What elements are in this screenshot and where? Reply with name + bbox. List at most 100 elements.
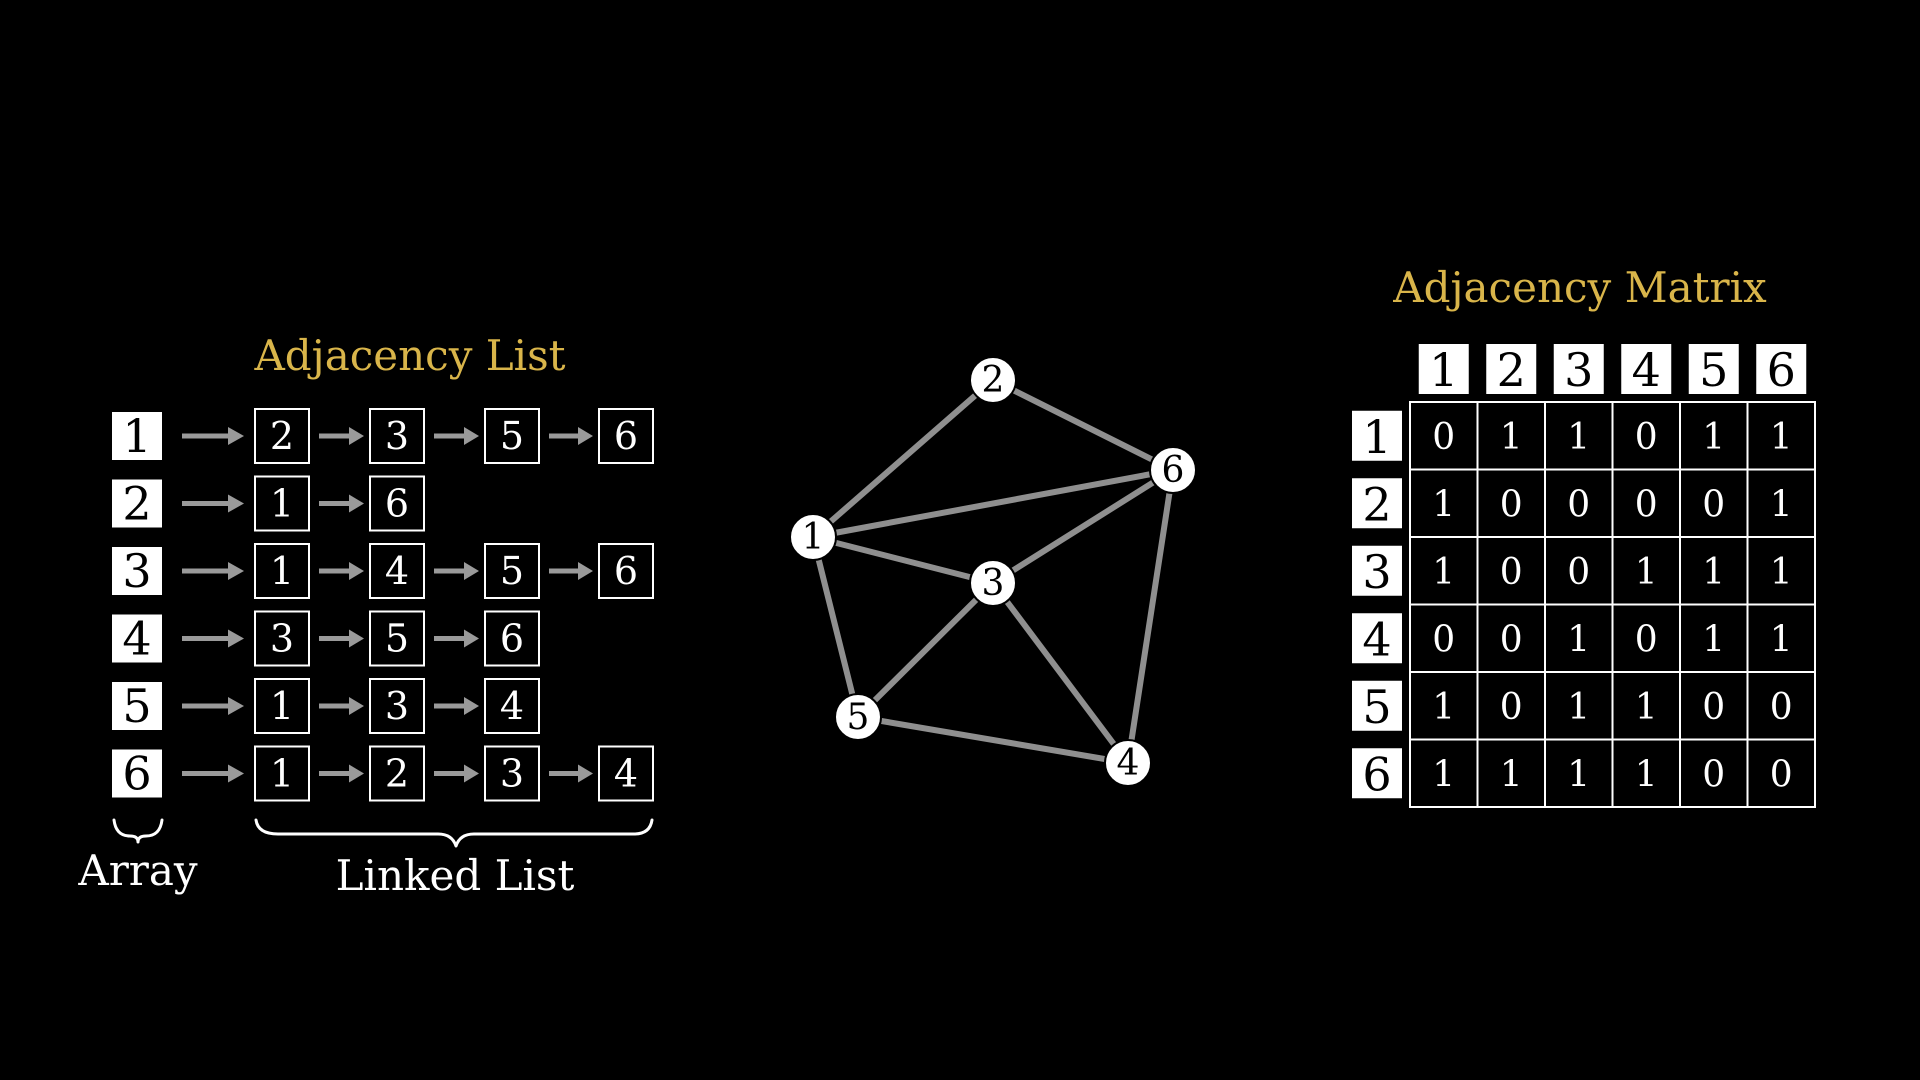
matrix-cell: 1: [1409, 468, 1479, 538]
adjacency-matrix-title: Adjacency Matrix: [1392, 263, 1767, 312]
matrix-cell-value: 0: [1500, 484, 1523, 525]
linked-list-label: Linked List: [336, 851, 575, 900]
graph-node-4: 4: [1104, 739, 1152, 787]
graph-edge-1-5: [810, 534, 861, 720]
graph-node-label: 1: [802, 517, 825, 558]
matrix-cell: 0: [1746, 671, 1816, 741]
matrix-cell-box: [1476, 401, 1546, 471]
graph-node-label: 2: [982, 360, 1005, 401]
matrix-cell-value: 1: [1567, 687, 1590, 728]
matrix-column-header: 5: [1688, 343, 1739, 397]
matrix-cell: 0: [1611, 401, 1681, 471]
matrix-cell: 1: [1611, 738, 1681, 808]
linked-list-node-box: [484, 543, 540, 599]
linked-list-node-box: [254, 475, 310, 532]
linked-list-node-label: 4: [500, 684, 524, 728]
linked-list-node-box: [484, 745, 540, 802]
matrix-cell-value: 1: [1770, 484, 1793, 525]
graph-node-5: 5: [834, 693, 882, 741]
matrix-cell: 1: [1544, 671, 1614, 741]
matrix-cell-value: 1: [1770, 552, 1793, 593]
matrix-cell-box: [1679, 738, 1749, 808]
graph-edge-1-6: [810, 467, 1176, 540]
linked-list-node-label: 6: [500, 617, 524, 661]
matrix-cell-box: [1409, 468, 1479, 538]
matrix-row-header-box: [1352, 478, 1402, 529]
matrix-cell: 1: [1746, 603, 1816, 673]
linked-list-node-label: 1: [270, 752, 294, 796]
array-index-box: [112, 682, 162, 730]
matrix-cell: 0: [1611, 468, 1681, 538]
array-to-list-arrow: [182, 764, 244, 783]
matrix-cell: 1: [1409, 536, 1479, 606]
matrix-column-header: 4: [1621, 343, 1672, 397]
matrix-cell-box: [1476, 738, 1546, 808]
matrix-cell-box: [1409, 401, 1479, 471]
matrix-cell-value: 1: [1635, 552, 1658, 593]
matrix-column-header-label: 1: [1429, 343, 1458, 397]
matrix-cell-box: [1746, 603, 1816, 673]
matrix-cell-box: [1544, 468, 1614, 538]
matrix-row-header-label: 6: [1362, 747, 1391, 801]
matrix-cell: 0: [1544, 468, 1614, 538]
matrix-cell-value: 0: [1770, 754, 1793, 795]
graph-node-circle: [789, 513, 837, 561]
linked-list-node-box: [598, 408, 654, 464]
matrix-cell-value: 0: [1500, 687, 1523, 728]
matrix-cell-box: [1746, 536, 1816, 606]
linked-list-arrow: [434, 697, 479, 715]
matrix-cell: 1: [1679, 401, 1749, 471]
linked-list-node-box: [254, 678, 310, 734]
matrix-cell-value: 1: [1770, 619, 1793, 660]
matrix-cell-value: 0: [1635, 484, 1658, 525]
linked-list-node-label: 1: [270, 482, 294, 526]
linked-list-arrow: [434, 562, 479, 580]
matrix-column-header-box: [1418, 344, 1469, 394]
array-index-box: [112, 547, 162, 595]
matrix-column-header-label: 4: [1632, 343, 1661, 397]
matrix-cell: 1: [1476, 401, 1546, 471]
matrix-cell: 0: [1476, 536, 1546, 606]
graph-node-1: 1: [789, 513, 837, 561]
matrix-cell-value: 0: [1567, 552, 1590, 593]
linked-list-node-label: 6: [385, 482, 409, 526]
matrix-cell-box: [1611, 738, 1681, 808]
matrix-cell-value: 0: [1432, 619, 1455, 660]
linked-list-arrow: [549, 427, 593, 445]
matrix-cell: 0: [1544, 536, 1614, 606]
matrix-cell-box: [1746, 738, 1816, 808]
linked-list-node-label: 2: [385, 752, 409, 796]
matrix-column-header: 3: [1553, 343, 1604, 397]
graph-node-label: 5: [847, 697, 870, 738]
array-index-label: 1: [122, 409, 151, 463]
graph-node-6: 6: [1149, 446, 1197, 494]
matrix-cell: 0: [1679, 671, 1749, 741]
graph-edge-6-4: [1125, 467, 1176, 766]
graph-node-circle: [969, 356, 1017, 404]
linked-list-arrow: [319, 562, 364, 580]
array-brace: [112, 818, 164, 844]
array-to-list-arrow: [182, 494, 244, 513]
graph-edge-3-5: [855, 580, 996, 720]
linked-list-node-label: 5: [500, 549, 524, 593]
graph-edge-3-6: [990, 467, 1176, 586]
matrix-cell: 1: [1679, 536, 1749, 606]
matrix-cell-box: [1679, 468, 1749, 538]
matrix-cell-box: [1611, 401, 1681, 471]
matrix-column-header-label: 5: [1699, 343, 1728, 397]
matrix-cell-value: 1: [1432, 687, 1455, 728]
linked-list-node-label: 6: [614, 414, 638, 458]
matrix-column-header: 1: [1418, 343, 1469, 397]
graph-node-3: 3: [969, 559, 1017, 607]
matrix-cell-value: 1: [1702, 552, 1725, 593]
matrix-cell: 1: [1409, 671, 1479, 741]
matrix-cell-value: 1: [1635, 687, 1658, 728]
matrix-row-header-label: 3: [1362, 545, 1391, 599]
matrix-cell: 1: [1544, 603, 1614, 673]
